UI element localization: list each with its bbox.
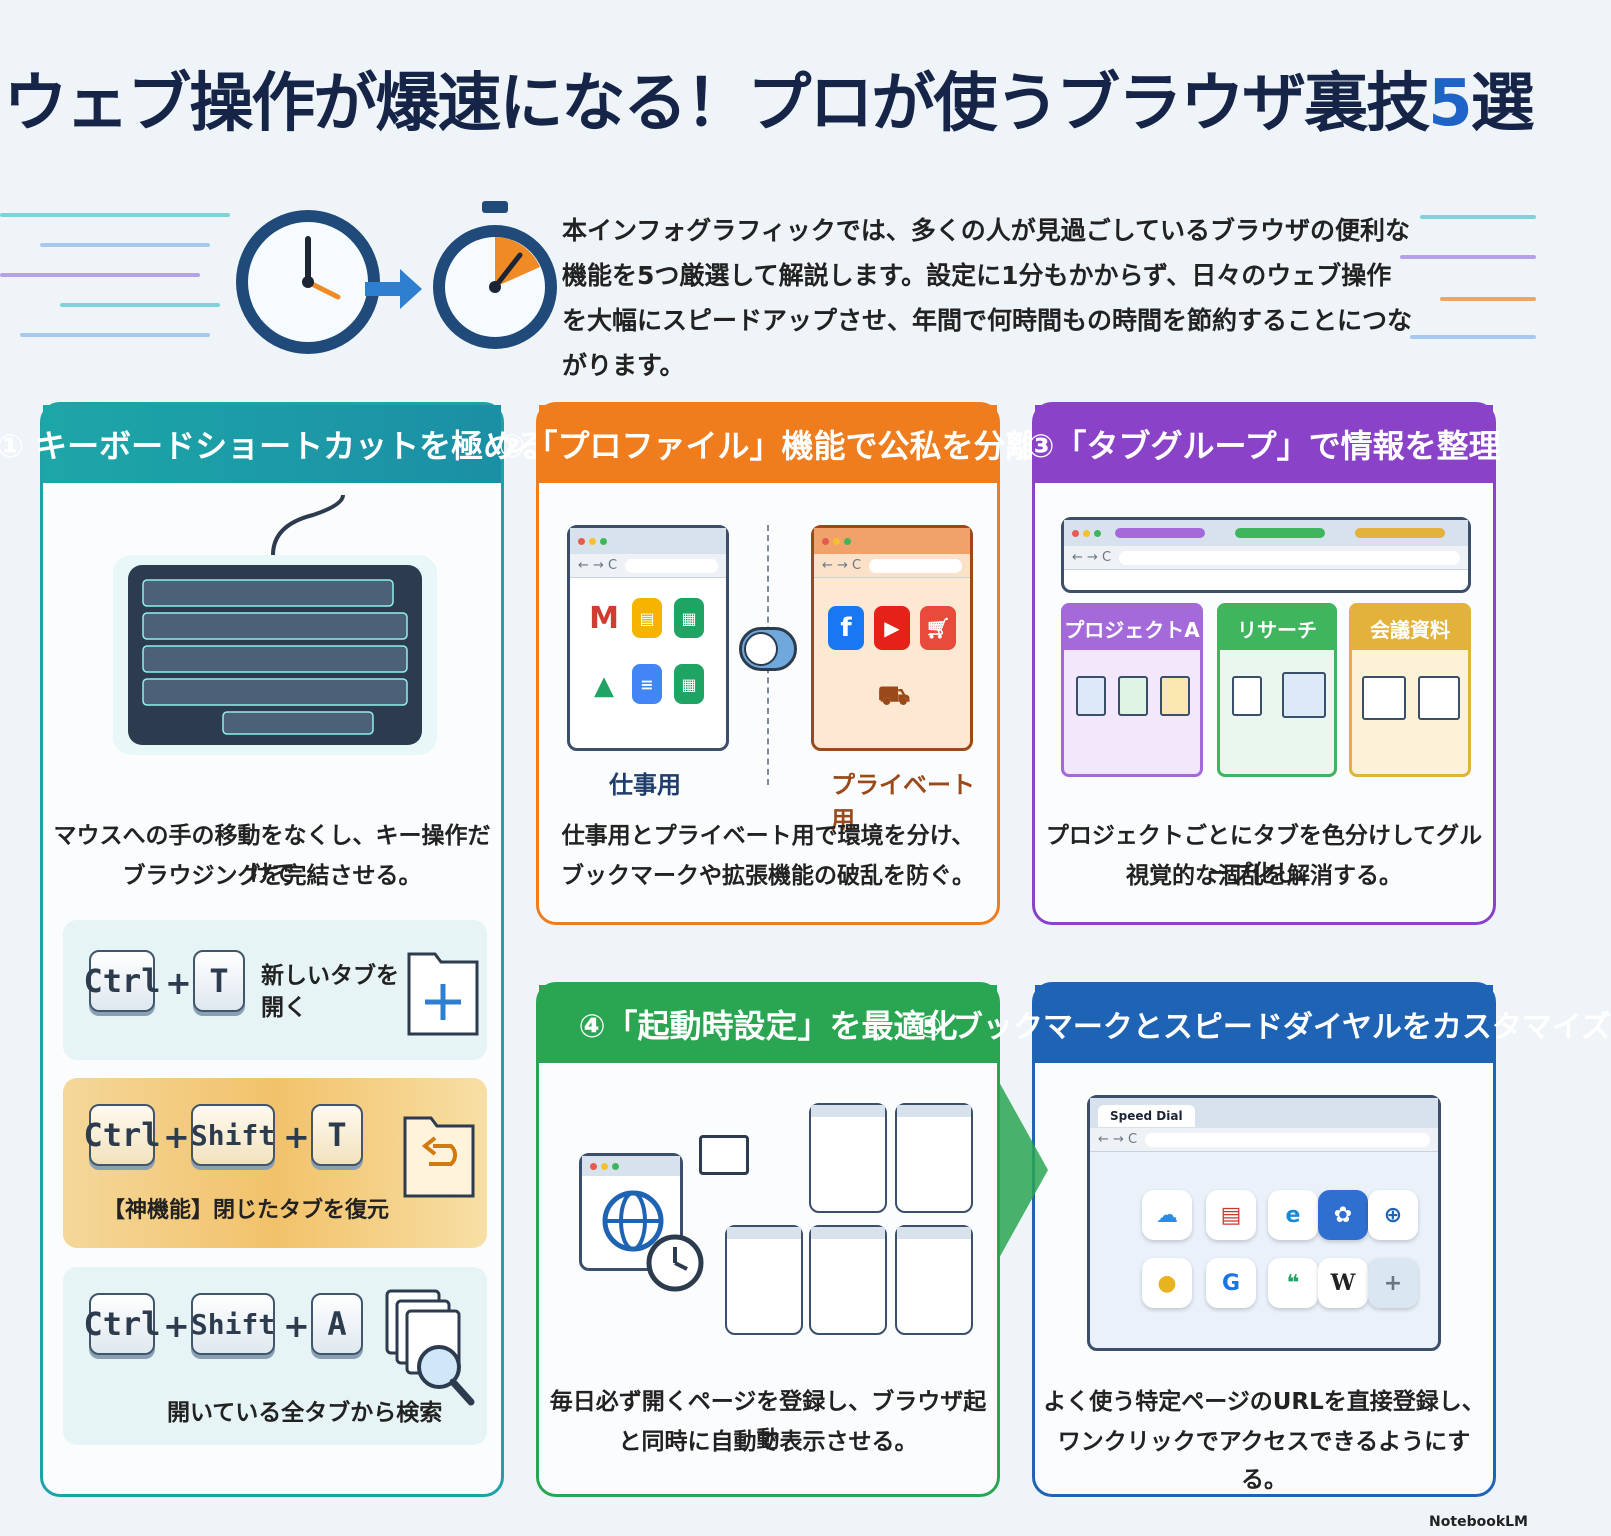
key-ctrl: Ctrl: [83, 1104, 161, 1166]
video-icon: ▶: [874, 606, 910, 650]
brand-logo: NotebookLM: [1429, 1514, 1528, 1530]
private-browser-window: ← → C f ▶ 🛒︎ ⛟: [811, 525, 973, 751]
plus-sign: +: [163, 1118, 190, 1156]
google-news-icon[interactable]: G: [1206, 1258, 1256, 1308]
speed-dial-window: Speed Dial ← → C ☁ ▤ e ✿ ⊕ ● G ❝ W +: [1087, 1095, 1441, 1351]
group-project-a[interactable]: プロジェクトA: [1061, 603, 1203, 777]
intro-text: 本インフォグラフィックでは、多くの人が見過ごしているブラウザの便利な機能を5つ厳…: [562, 216, 1413, 380]
section-title: ① キーボードショートカットを極める: [0, 405, 547, 483]
key-shift: Shift: [191, 1293, 275, 1355]
shortcut-label: 【神機能】閉じたタブを復元: [103, 1198, 390, 1223]
add-tile-button[interactable]: +: [1368, 1258, 1418, 1308]
section-desc-line2: ブラウジングを完結させる。: [122, 863, 422, 889]
image-file-icon: [1076, 676, 1106, 716]
shop-icon: 🛒︎: [920, 606, 956, 650]
drive-icon: ▲: [586, 668, 622, 704]
section-title: ②「プロファイル」機能で公私を分離: [498, 405, 1038, 483]
sheets-icon: ▦: [674, 598, 704, 638]
speed-dial-tab[interactable]: Speed Dial: [1098, 1105, 1195, 1127]
section-startup-settings: ④「起動時設定」を最適化 毎日必ず開くページを登録し、ブラウザ起動 と同時に自動…: [536, 982, 1000, 1497]
docs-icon: ≡: [632, 664, 662, 704]
group-meeting-docs[interactable]: 会議資料: [1349, 603, 1471, 777]
section-desc-line1: よく使う特定ページのURLを直接登録し、: [1043, 1389, 1485, 1415]
globe-icon[interactable]: ⊕: [1368, 1190, 1418, 1240]
keyboard-icon: [113, 494, 437, 755]
word-doc-icon: [1232, 676, 1262, 716]
list-file-icon: [1118, 676, 1148, 716]
startup-page-thumb: [725, 1225, 803, 1335]
arrow-right-icon: [998, 1080, 1048, 1260]
group-research[interactable]: リサーチ: [1217, 603, 1337, 777]
restore-folder-icon: [403, 1116, 475, 1198]
mail-icon: [699, 1135, 749, 1175]
plus-sign: +: [163, 1307, 190, 1345]
startup-page-thumb: [809, 1103, 887, 1213]
shortcut-label: 開く: [261, 995, 307, 1021]
cart-icon: ⛟: [877, 681, 911, 711]
section-speed-dial: ⑤ ブックマークとスピードダイヤルをカスタマイズ Speed Dial ← → …: [917, 982, 1611, 1497]
work-label: 仕事用: [609, 771, 681, 799]
shortcut-label: 開いている全タブから検索: [167, 1400, 443, 1426]
presentation-icon: [1362, 676, 1406, 720]
mail-icon: M: [586, 598, 622, 638]
shortcut-search-tabs: Ctrl + Shift + A 開いている全タブから検索: [63, 1267, 487, 1445]
private-label: プライベート用: [831, 771, 975, 834]
clock-to-stopwatch-icon: [236, 201, 557, 354]
startup-page-thumb: [895, 1103, 973, 1213]
work-browser-window: ← → C M ▤ ▦ ▲ ≡ ▦: [567, 525, 729, 751]
section-desc-line1: マウスへの手の移動をなくし、キー操作だけで: [53, 823, 491, 887]
plus-sign: +: [165, 964, 192, 1002]
chat-icon[interactable]: ❝: [1268, 1258, 1318, 1308]
hero-banner: 本インフォグラフィックでは、多くの人が見過ごしているブラウザの便利な機能を5つ厳…: [0, 185, 1536, 380]
section-desc-line1: 毎日必ず開くページを登録し、ブラウザ起動: [549, 1389, 987, 1453]
wikipedia-icon[interactable]: W: [1318, 1258, 1368, 1308]
app-icon[interactable]: ✿: [1318, 1190, 1368, 1240]
news-icon[interactable]: ▤: [1206, 1190, 1256, 1240]
section-desc-line2: と同時に自動で表示させる。: [618, 1429, 918, 1455]
key-ctrl: Ctrl: [83, 950, 161, 1012]
copy-file-icon: [1160, 676, 1190, 716]
section-desc-line2: ブックマークや拡張機能の破乱を防ぐ。: [561, 863, 975, 889]
globe-clock-icon: [602, 1190, 704, 1292]
section-tab-groups: ③「タブグループ」で情報を整理 ← → C プロジェクトA リサーチ 会議資料 …: [1027, 402, 1501, 925]
cloud-icon[interactable]: ☁: [1142, 1190, 1192, 1240]
plus-sign: +: [283, 1307, 310, 1345]
section-title: ③「タブグループ」で情報を整理: [1027, 405, 1501, 483]
plus-sign: +: [283, 1118, 310, 1156]
new-folder-icon: [407, 952, 479, 1036]
search-tabs-icon: [385, 1289, 475, 1406]
section-profiles: ②「プロファイル」機能で公私を分離 ← → C M ▤ ▦ ▲ ≡ ▦ ← → …: [498, 402, 1038, 925]
sheets-icon: ▦: [674, 664, 704, 704]
key-shift: Shift: [191, 1104, 275, 1166]
slides-icon: ▤: [632, 598, 662, 638]
facebook-icon: f: [828, 606, 864, 650]
key-ctrl: Ctrl: [83, 1293, 161, 1355]
section-desc-line2: 視覚的な涸乱を解消する。: [1126, 863, 1402, 889]
key-a: A: [311, 1293, 363, 1355]
section-desc-line2: ワンクリックでアクセスできるようにする。: [1057, 1429, 1471, 1493]
shortcut-label: 新しいタブを: [261, 963, 399, 989]
profile-toggle[interactable]: [739, 627, 797, 671]
section-title: ④「起動時設定」を最適化: [539, 985, 997, 1063]
edge-icon[interactable]: e: [1268, 1190, 1318, 1240]
calendar-icon: [1418, 676, 1460, 720]
key-t: T: [311, 1104, 363, 1166]
section-desc-line1: プロジェクトごとにタブを色分けしてグループ化し、: [1045, 823, 1483, 887]
shortcut-reopen-tab: Ctrl + Shift + T 【神機能】閉じたタブを復元: [63, 1078, 487, 1248]
startup-page-thumb: [809, 1225, 887, 1335]
section-desc-line1: 仕事用とプライベート用で環境を分け、: [561, 823, 975, 849]
webpage-icon: [1282, 672, 1326, 718]
section-keyboard-shortcuts: ① キーボードショートカットを極める マウスへの手の移動をなくし、キー操作だけで…: [0, 402, 547, 1497]
page-title: ウェブ操作が爆速になる！プロが使うブラウザ裏技5選: [3, 67, 1534, 141]
photos-icon[interactable]: ●: [1142, 1258, 1192, 1308]
startup-page-thumb: [895, 1225, 973, 1335]
shortcut-new-tab: Ctrl + T 新しいタブを 開く: [63, 920, 487, 1060]
key-t: T: [193, 950, 245, 1012]
section-title: ⑤ ブックマークとスピードダイヤルをカスタマイズ: [917, 985, 1611, 1063]
tab-strip-window: ← → C: [1061, 517, 1471, 593]
